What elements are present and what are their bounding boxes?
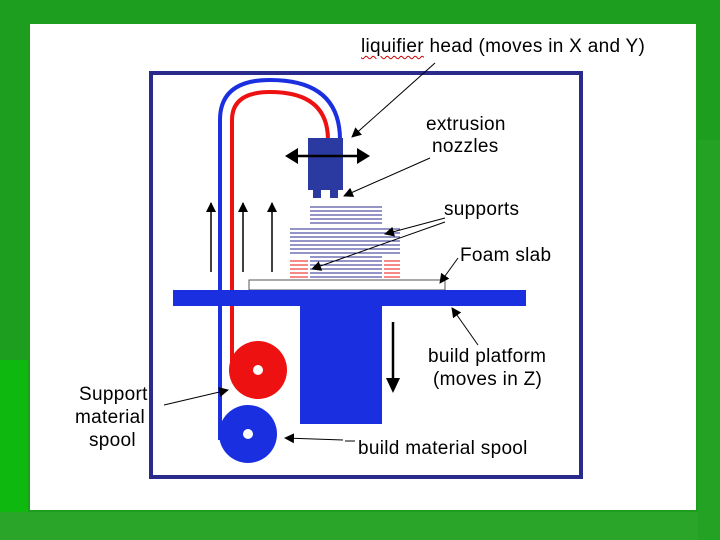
- background-stripe-left: [0, 360, 28, 540]
- machine-frame: [149, 71, 583, 479]
- support-spool-hub: [253, 365, 263, 375]
- label-support-spool-line2: material: [75, 407, 145, 428]
- build-platform: [173, 290, 526, 306]
- label-support-spool-line3: spool: [89, 430, 136, 451]
- label-liquifier-rest: head (moves in X and Y): [423, 36, 646, 57]
- support-filament-red: [230, 89, 330, 375]
- label-extrusion-line1: extrusion: [426, 114, 506, 135]
- build-filament-blue: [218, 77, 342, 440]
- build-spool-hub: [243, 429, 253, 439]
- label-foam-slab: Foam slab: [460, 245, 552, 266]
- label-build-platform-line1: build platform: [428, 346, 547, 367]
- build-part-layers: [290, 206, 400, 278]
- nozzle-left: [313, 190, 321, 198]
- background-stripe-right: [698, 140, 720, 540]
- label-support-spool-line1: Support: [79, 384, 148, 405]
- support-layers-red: [290, 260, 400, 278]
- nozzle-right: [330, 190, 338, 198]
- z-motion-arrowhead: [386, 378, 400, 393]
- liquifier-head: [308, 138, 343, 190]
- label-liquifier-word: liquifier: [361, 36, 424, 57]
- label-extrusion-line2: nozzles: [432, 136, 499, 157]
- label-supports: supports: [444, 199, 520, 220]
- slide-canvas: [30, 24, 696, 510]
- label-liquifier-head: liquifier head (moves in X and Y): [361, 36, 645, 58]
- label-build-material-spool: build material spool: [358, 438, 528, 459]
- head-motion-arrowhead-right: [357, 148, 370, 164]
- leader-lines: [163, 62, 479, 444]
- label-build-platform-line2: (moves in Z): [433, 369, 543, 390]
- head-motion-arrowhead-left: [285, 148, 298, 164]
- foam-slab: [248, 279, 446, 291]
- platform-column: [300, 306, 382, 424]
- background-stripe-bottom: [0, 512, 720, 540]
